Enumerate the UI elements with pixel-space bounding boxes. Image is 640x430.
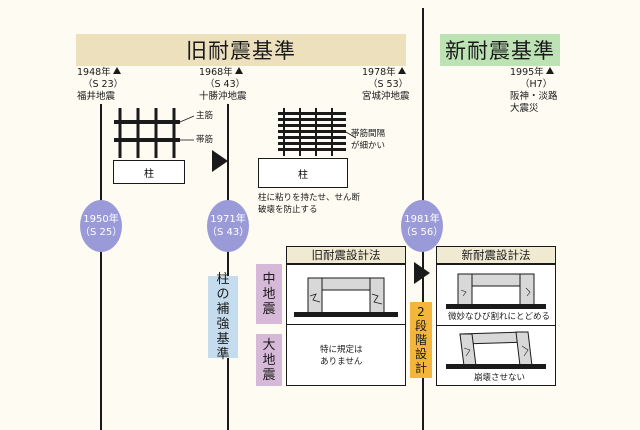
earthquake-marker-icon [112,67,121,74]
timeline-line-1948 [100,104,102,430]
pillar-reinforcement-standard: 柱の補 強基準 [208,272,238,362]
old-design-header: 旧耐震設計法 [286,246,406,264]
timeline-arrow-1971 [212,150,228,172]
new-design-divider [436,325,556,326]
hoop-label: 帯筋 [196,135,214,145]
new-standard-banner: 新耐震基準 [440,34,560,66]
no-collapse-caption: 崩壊させない [474,373,526,383]
event-1995: 1995年 （H7） 阪神・淡路 大震災 [510,67,558,114]
new-frame-minor-crack-diagram [446,273,546,309]
old-frame-cracked-diagram [294,277,398,317]
minor-crack-caption: 微妙なひび割れにとどめる [448,312,551,322]
new-design-header: 新耐震設計法 [436,246,556,264]
timeline-arrow-1981 [414,262,430,284]
new-pillar-box: 柱 [258,158,348,188]
old-pillar-box: 柱 [113,160,185,184]
milestone-1981: 1981年（S 56） [401,200,443,252]
earthquake-marker-icon [545,67,554,74]
earthquake-marker-icon [397,67,406,74]
large-earthquake-label: 大地震 [256,334,282,386]
old-design-divider [286,324,406,325]
earthquake-marker-icon [234,67,243,74]
milestone-1971: 1971年（S 43） [207,200,249,252]
pillar-note: 柱に粘りを持たせ、せん断 破壊を防止する [258,193,361,215]
main-bar-label: 主筋 [196,111,214,121]
event-1948: 1948年 （S 23） 福井地震 [77,67,124,102]
milestone-1950: 1950年（S 25） [80,200,122,252]
event-1968: 1968年 （S 43） 十勝沖地震 [199,67,247,102]
timeline-line-1968 [227,104,229,430]
medium-earthquake-label: 中地震 [256,264,282,324]
event-1978: 1978年 （S 53） 宮城沖地震 [362,67,410,102]
new-column-rebar-diagram [278,108,357,156]
old-column-rebar-diagram [114,108,195,158]
hoop-spacing-label: 帯筋間隔 が細かい [351,129,386,151]
old-standard-banner: 旧耐震基準 [76,34,406,66]
old-design-note: 特に規定は ありません [320,345,363,367]
new-frame-no-collapse-diagram [446,331,546,369]
